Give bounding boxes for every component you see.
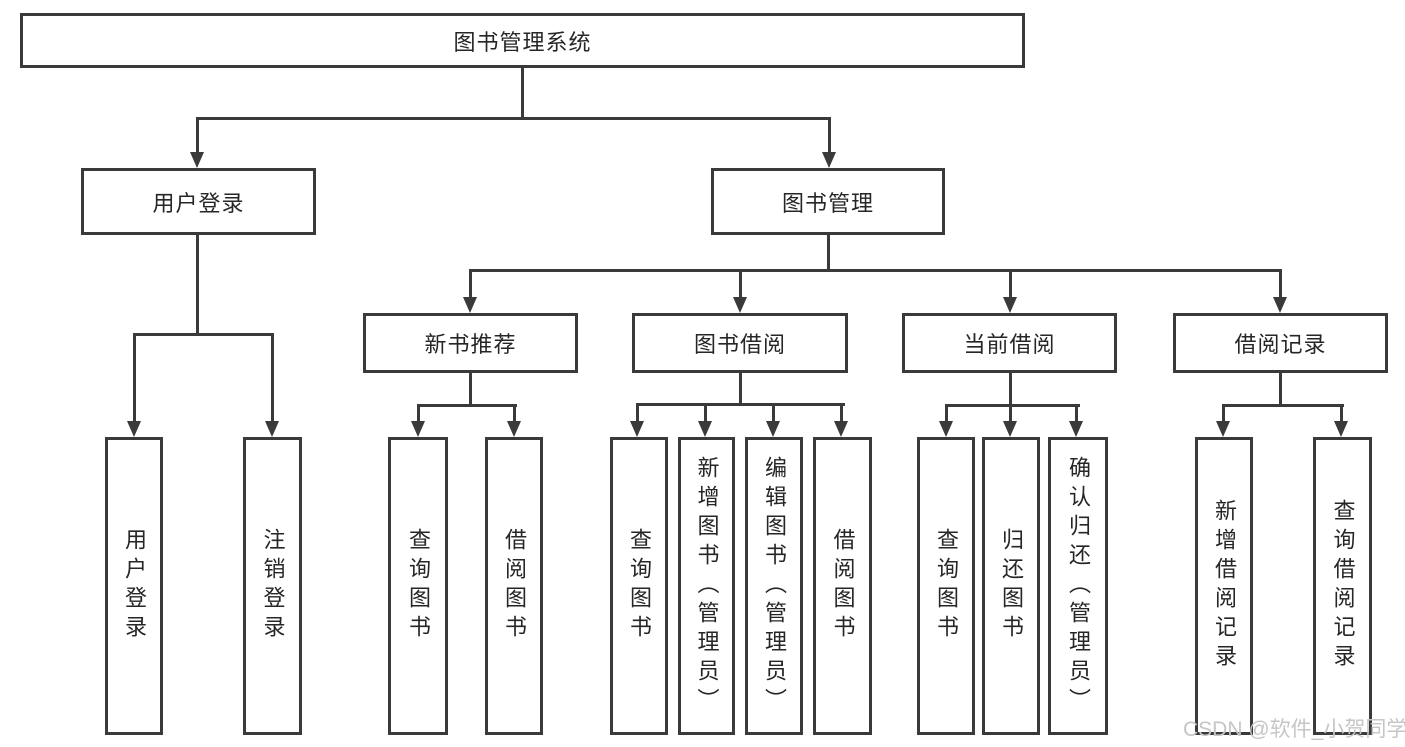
arrow-down-icon [630,421,644,437]
edge-recommend-trunk [469,372,472,407]
edge-stem [1009,404,1012,423]
edge-borrow-trunk [739,372,742,406]
leaf-add-books-admin: 新增图书（管理员） [678,437,735,735]
arrow-down-icon [822,152,836,168]
arrow-down-icon [1069,421,1083,437]
leaf-user-login: 用户登录 [105,437,163,735]
node-book-borrow: 图书借阅 [632,313,848,373]
leaf-label: 新增图书（管理员） [694,455,720,717]
edge-stem [1075,404,1078,423]
edge-user-login-branch [133,333,274,336]
leaf-label: 确认归还（管理员） [1066,455,1091,717]
leaf-label: 用户登录 [122,528,147,644]
edge-stem-new-book-recommend [469,269,472,299]
arrow-down-icon [507,421,521,437]
leaf-recommend-query-books: 查询图书 [388,437,448,735]
edge-stem-leaf-user-login [133,333,136,423]
edge-stem [840,403,843,423]
leaf-recommend-borrow-books: 借阅图书 [485,437,543,735]
leaf-label: 注销登录 [260,528,286,644]
edge-stem [513,404,516,423]
node-label: 图书管理系统 [453,29,592,55]
node-library-management-system: 图书管理系统 [20,13,1025,68]
edge-root-trunk [521,67,524,119]
arrow-down-icon [1003,297,1017,313]
leaf-label: 编辑图书（管理员） [762,455,787,717]
node-current-borrow: 当前借阅 [902,313,1117,373]
edge-current-branch [945,404,1080,407]
arrow-down-icon [1334,421,1348,437]
node-new-book-recommend: 新书推荐 [363,313,578,373]
edge-stem-book-management [828,117,831,154]
leaf-current-query-books: 查询图书 [917,437,975,735]
leaf-confirm-return-admin: 确认归还（管理员） [1048,437,1108,735]
arrow-down-icon [265,421,279,437]
edge-stem-user-login [196,117,199,154]
node-book-management: 图书管理 [711,168,945,235]
leaf-label: 借阅图书 [502,528,527,644]
edge-records-trunk [1279,372,1282,407]
node-borrow-records: 借阅记录 [1173,313,1388,373]
edge-stem [704,403,707,423]
node-label: 图书借阅 [693,332,786,357]
leaf-return-books: 归还图书 [982,437,1040,735]
leaf-label: 新增借阅记录 [1212,499,1237,673]
arrow-down-icon [127,421,141,437]
edge-level2-branch [469,269,1282,272]
arrow-down-icon [1003,421,1017,437]
arrow-down-icon [1273,297,1287,313]
edge-stem [945,404,948,423]
leaf-edit-books-admin: 编辑图书（管理员） [745,437,803,735]
leaf-query-borrow-record: 查询借阅记录 [1313,437,1372,735]
node-label: 借阅记录 [1234,332,1327,357]
edge-book-management-trunk [827,234,830,272]
arrow-down-icon [698,421,712,437]
leaf-label: 查询图书 [406,528,431,644]
node-label: 用户登录 [152,190,245,216]
node-label: 新书推荐 [424,332,517,357]
edge-stem-book-borrow [739,269,742,299]
edge-stem-current-borrow [1009,269,1012,299]
arrow-down-icon [834,421,848,437]
arrow-down-icon [939,421,953,437]
arrow-down-icon [766,421,780,437]
edge-stem [417,404,420,423]
leaf-borrow-books: 借阅图书 [813,437,872,735]
edge-stem-leaf-logout [271,333,274,423]
edge-user-login-trunk [196,234,199,335]
edge-level1-branch [196,117,831,120]
leaf-label: 查询借阅记录 [1330,499,1356,673]
leaf-label: 查询图书 [934,528,959,644]
node-label: 图书管理 [781,190,874,216]
edge-current-trunk [1009,372,1012,406]
edge-stem [1222,404,1225,423]
leaf-label: 查询图书 [627,528,652,644]
edge-stem [636,403,639,423]
leaf-label: 借阅图书 [830,528,856,644]
arrow-down-icon [1216,421,1230,437]
leaf-borrow-query-books: 查询图书 [610,437,668,735]
edge-stem-borrow-records [1279,269,1282,299]
edge-recommend-branch [417,404,517,407]
arrow-down-icon [411,421,425,437]
leaf-label: 归还图书 [999,528,1024,644]
node-label: 当前借阅 [963,332,1056,357]
leaf-add-borrow-record: 新增借阅记录 [1195,437,1253,735]
edge-stem [1340,404,1343,423]
edge-stem [772,403,775,423]
arrow-down-icon [733,297,747,313]
arrow-down-icon [190,152,204,168]
edge-records-branch [1222,404,1344,407]
node-user-login: 用户登录 [81,168,316,235]
leaf-logout: 注销登录 [243,437,302,735]
csdn-watermark: CSDN @软件_小贺同学 [1183,718,1405,741]
arrow-down-icon [463,297,477,313]
edge-borrow-branch [636,403,845,406]
